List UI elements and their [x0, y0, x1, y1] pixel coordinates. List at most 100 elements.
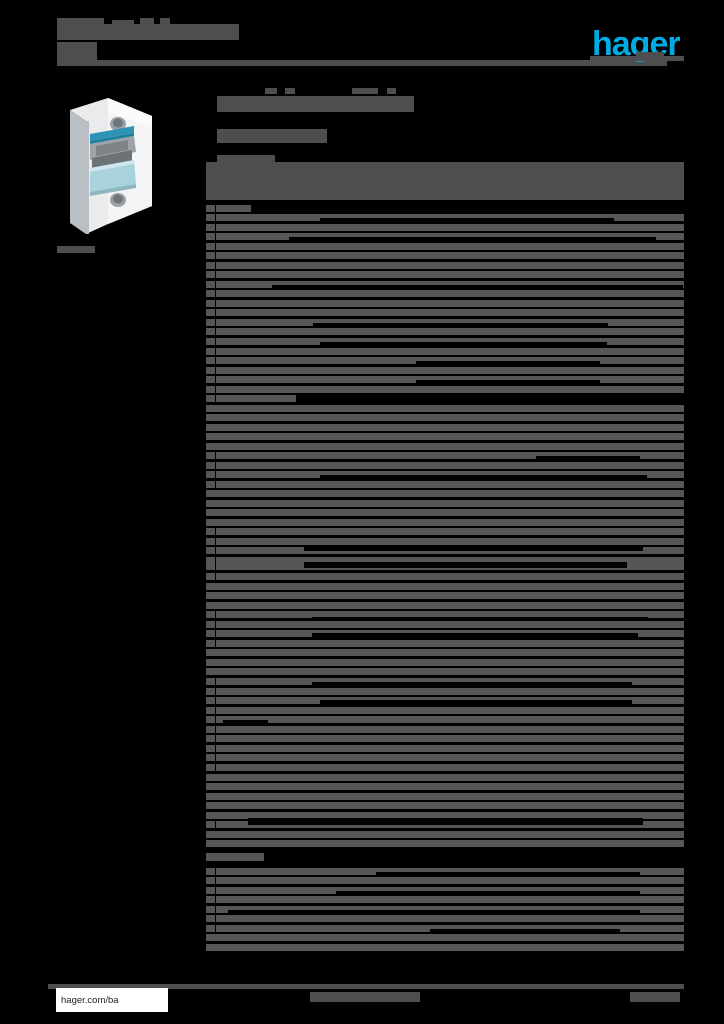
product-title-block — [285, 88, 295, 94]
row-label — [206, 290, 215, 297]
row-value — [216, 205, 251, 212]
row-label — [206, 500, 684, 507]
row-label — [206, 688, 215, 695]
row-label — [206, 774, 684, 781]
product-title-block — [387, 88, 396, 94]
row-label — [206, 621, 215, 628]
section-header-block — [217, 155, 275, 163]
footer-text-block — [48, 984, 684, 989]
row-label — [206, 831, 684, 838]
row-label — [206, 745, 215, 752]
row-value — [216, 726, 684, 733]
row-value-cutout — [248, 818, 643, 825]
row-label — [206, 812, 684, 819]
footer-text-block — [630, 992, 680, 1002]
row-label — [206, 300, 215, 307]
row-label — [206, 640, 215, 647]
row-label — [206, 433, 684, 440]
row-value — [216, 528, 684, 535]
row-label — [206, 538, 215, 545]
row-value — [216, 915, 684, 922]
row-label — [206, 716, 215, 723]
row-label — [206, 592, 684, 599]
row-value-cutout — [320, 475, 647, 479]
row-label — [206, 252, 215, 259]
row-value — [216, 214, 684, 221]
row-label — [206, 602, 684, 609]
section-header-block — [206, 162, 684, 200]
row-label — [206, 925, 215, 932]
logo-tagline-block — [636, 52, 664, 57]
row-value — [216, 357, 684, 364]
row-value — [216, 348, 684, 355]
row-value — [216, 906, 684, 913]
row-label — [206, 754, 215, 761]
row-value — [216, 621, 684, 628]
row-value — [216, 868, 684, 875]
row-label — [206, 944, 684, 951]
row-value-cutout — [320, 700, 632, 706]
row-label — [206, 367, 215, 374]
row-label — [206, 224, 215, 231]
row-value-cutout — [536, 456, 640, 460]
row-label — [206, 328, 215, 335]
row-label — [206, 424, 684, 431]
footer-text-block — [310, 992, 420, 1002]
row-value-cutout — [430, 929, 620, 934]
row-label — [206, 573, 215, 580]
row-label — [206, 630, 215, 637]
row-value — [216, 290, 684, 297]
row-value-cutout — [376, 872, 640, 877]
row-label — [206, 319, 215, 326]
row-value-cutout — [313, 323, 608, 327]
row-value — [216, 300, 684, 307]
row-label — [206, 735, 215, 742]
row-label — [206, 271, 215, 278]
row-label — [206, 338, 215, 345]
row-value — [216, 925, 684, 932]
row-value-cutout — [304, 545, 643, 551]
row-label — [206, 868, 215, 875]
row-value — [216, 678, 684, 685]
row-value-cutout — [336, 891, 640, 896]
header-text-block — [57, 24, 239, 40]
row-value — [216, 386, 684, 393]
row-value-cutout — [304, 562, 627, 568]
row-label — [206, 233, 215, 240]
row-label — [206, 452, 215, 459]
row-label — [206, 678, 215, 685]
row-value — [216, 452, 684, 459]
row-value — [216, 243, 684, 250]
row-label — [206, 547, 215, 554]
row-value-cutout — [312, 633, 638, 639]
row-label — [206, 726, 215, 733]
row-value — [216, 611, 684, 618]
row-value — [216, 707, 684, 714]
row-value — [216, 252, 684, 259]
row-label — [206, 668, 684, 675]
row-label — [206, 376, 215, 383]
row-value-cutout — [272, 285, 683, 289]
row-label — [206, 357, 215, 364]
row-label — [206, 896, 215, 903]
row-label — [206, 802, 684, 809]
row-label — [206, 583, 684, 590]
row-value-cutout — [320, 342, 607, 346]
row-value-cutout — [296, 393, 684, 403]
row-label — [206, 783, 684, 790]
row-value — [216, 462, 684, 469]
row-label — [206, 262, 215, 269]
row-label — [206, 395, 215, 402]
product-title-block — [217, 96, 414, 112]
footer-url-chip[interactable]: hager.com/ba — [56, 988, 168, 1012]
row-value — [216, 309, 684, 316]
row-label — [206, 611, 215, 618]
row-value — [216, 557, 684, 564]
product-caption-block — [57, 246, 95, 253]
row-label — [206, 414, 684, 421]
row-value — [216, 281, 684, 288]
header-text-block — [57, 60, 269, 66]
row-value-cutout — [416, 380, 600, 384]
row-label — [206, 764, 215, 771]
